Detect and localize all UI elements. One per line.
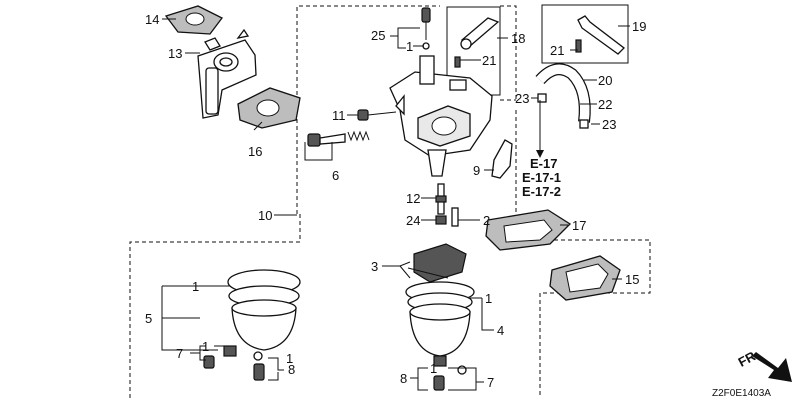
callout-1-left-lower: 1	[286, 351, 293, 366]
callout-17: 17	[572, 218, 586, 233]
callout-23-left: 23	[515, 91, 529, 106]
callout-2: 2	[483, 213, 490, 228]
jet-24	[435, 215, 447, 225]
fuel-tube-20	[535, 63, 591, 129]
callout-14: 14	[145, 12, 159, 27]
callout-15: 15	[625, 272, 639, 287]
callout-5: 5	[145, 311, 152, 326]
diagram-code: Z2F0E1403A	[712, 388, 771, 399]
callout-11: 11	[332, 108, 346, 123]
callout-25: 25	[371, 28, 385, 43]
float-3	[407, 243, 467, 283]
throttle-lever-19	[575, 15, 625, 55]
callout-8-right: 8	[400, 371, 407, 386]
callout-12: 12	[406, 191, 420, 206]
callout-3: 3	[371, 259, 378, 274]
choke-lever-18	[454, 17, 500, 68]
callout-7-right: 7	[487, 375, 494, 390]
reference-e17: E-17	[530, 156, 557, 171]
slow-jet-2	[451, 207, 459, 227]
bracket-9	[491, 139, 513, 179]
float-chamber-5	[203, 269, 301, 381]
callout-22: 22	[598, 97, 612, 112]
gasket-17	[485, 209, 572, 251]
screw-25	[421, 7, 431, 50]
lever-box-19	[541, 4, 629, 64]
drain-bolt-set-8b	[433, 365, 467, 391]
gasket-15	[549, 255, 621, 301]
callout-16: 16	[248, 144, 262, 159]
callout-1-right-upper: 1	[485, 291, 492, 306]
reference-e17-1: E-17-1	[522, 170, 561, 185]
callout-24: 24	[406, 213, 420, 228]
callout-9: 9	[473, 163, 480, 178]
callout-19: 19	[632, 19, 646, 34]
pilot-screw-set	[307, 130, 370, 147]
leader-lines	[161, 18, 792, 391]
callout-10: 10	[258, 208, 272, 223]
insulator-assembly	[164, 5, 301, 129]
float-chamber-4	[405, 281, 475, 367]
callout-21-left: 21	[482, 53, 496, 68]
callout-7-left: 7	[176, 346, 183, 361]
callout-1-left-mid: 1	[202, 339, 209, 354]
callout-1-right-lower: 1	[430, 361, 437, 376]
callout-21-right: 21	[550, 43, 564, 58]
throttle-stop-screw	[357, 109, 397, 121]
callout-8-left: 8	[288, 362, 295, 377]
carburetor-body	[389, 55, 493, 177]
carburetor-group-outline	[129, 5, 651, 398]
callout-1-left-upper: 1	[192, 279, 199, 294]
front-direction-label: FR.	[736, 347, 762, 370]
callout-6: 6	[332, 168, 339, 183]
callout-23-right: 23	[602, 117, 616, 132]
reference-e17-2: E-17-2	[522, 184, 561, 199]
callout-18: 18	[511, 31, 525, 46]
callout-1-top: 1	[406, 39, 413, 54]
main-jet-12	[435, 183, 447, 215]
callout-13: 13	[168, 46, 182, 61]
callout-4: 4	[497, 323, 504, 338]
callout-20: 20	[598, 73, 612, 88]
